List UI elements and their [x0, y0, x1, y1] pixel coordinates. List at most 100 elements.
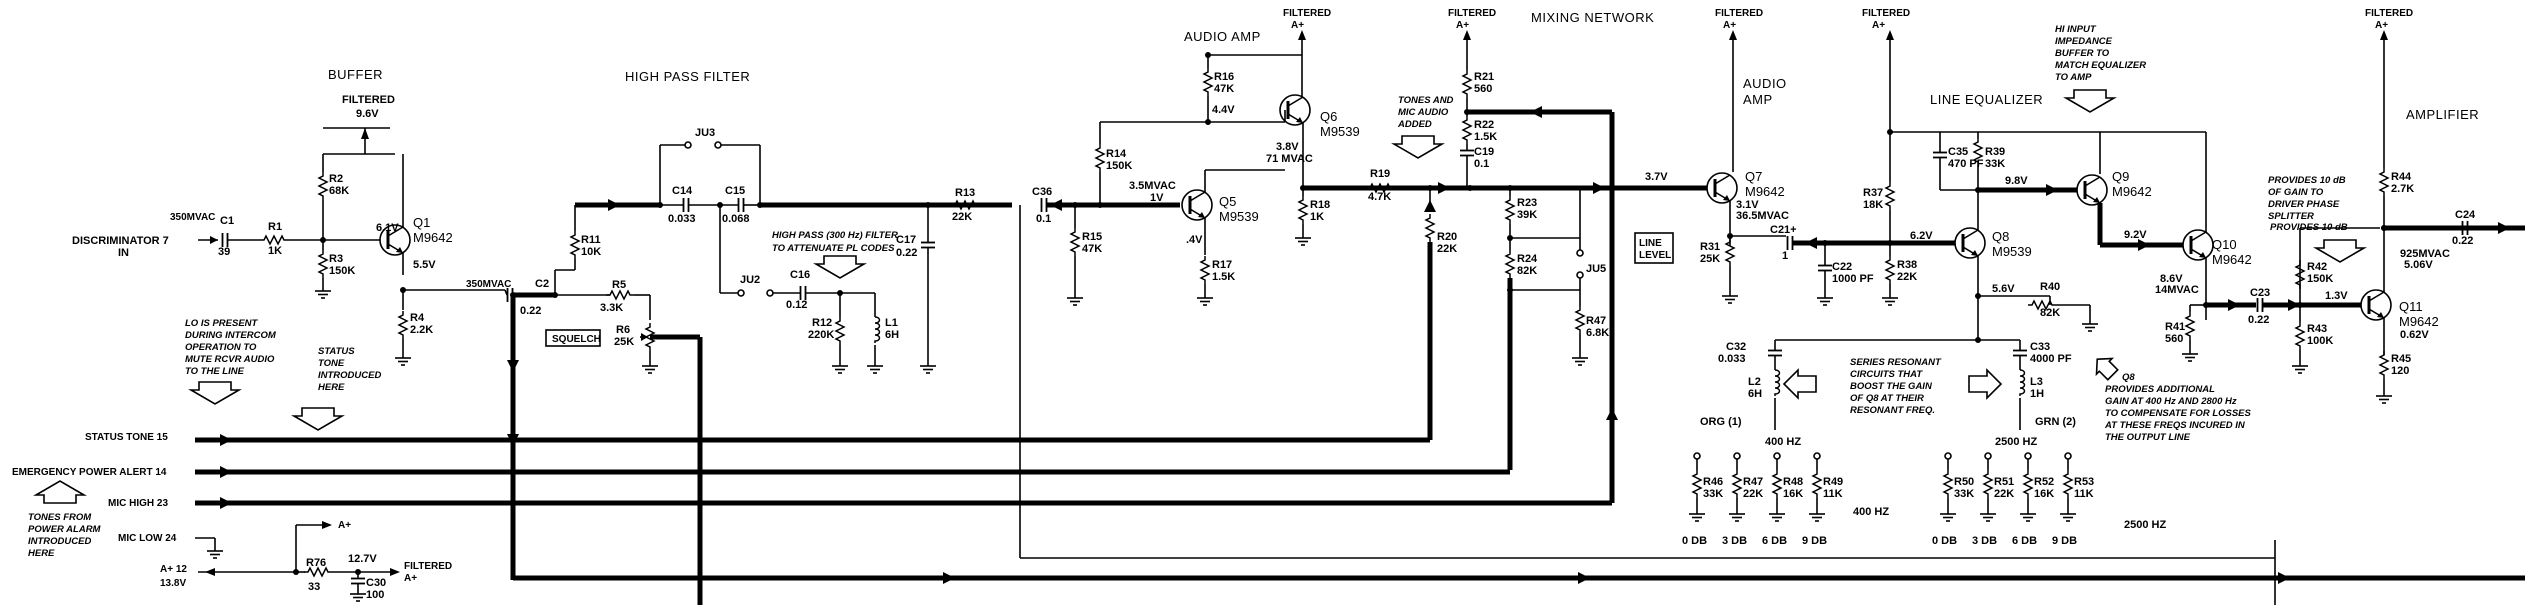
q8-gain-line2: PROVIDES ADDITIONAL [2105, 384, 2215, 395]
r46-value: 33K [1703, 488, 1723, 500]
r18-value: 1K [1310, 211, 1324, 223]
c30-value: 100 [366, 589, 384, 601]
eq-400-db-3: 3 DB [1722, 535, 1747, 547]
r11-value: 10K [581, 246, 601, 258]
ju3-label: JU3 [695, 127, 715, 139]
grn-label: GRN (2) [2035, 416, 2076, 428]
c36-label: C36 [1032, 186, 1052, 198]
l2-value: 6H [1748, 388, 1762, 400]
line-level-box [1634, 232, 1674, 264]
c19-value: 0.1 [1474, 158, 1489, 170]
r52-value: 16K [2034, 488, 2054, 500]
r48-label: R48 [1783, 476, 1803, 488]
r37-supply-filtered: FILTERED [1862, 8, 1910, 19]
r39-label: R39 [1985, 146, 2005, 158]
q6-supply-filtered: FILTERED [1283, 8, 1331, 19]
supply-filtered-label: FILTERED [342, 94, 395, 106]
q10-emitter-voltage: 8.6V [2160, 273, 2183, 285]
r49-label: R49 [1823, 476, 1843, 488]
r19-label: R19 [1370, 168, 1390, 180]
c33-label: C33 [2030, 341, 2050, 353]
q6-label: Q6 [1320, 109, 1337, 124]
eq-2500-db-6: 6 DB [2012, 535, 2037, 547]
r48-value: 16K [1783, 488, 1803, 500]
l2-label: L2 [1748, 376, 1761, 388]
r76-value: 33 [308, 581, 320, 593]
r42-value: 150K [2307, 273, 2333, 285]
q9-base-voltage: 9.8V [2005, 175, 2028, 187]
eq-2500-db-0: 0 DB [1932, 535, 1957, 547]
tones-mic-note-line1: TONES AND [1398, 95, 1454, 106]
q11-supply-filtered: FILTERED [2365, 8, 2413, 19]
r52-label: R52 [2034, 476, 2054, 488]
filtered-aplus-out-2: A+ [404, 573, 417, 584]
c2-value: 0.22 [520, 305, 541, 317]
jumper-icon [684, 141, 692, 149]
r45-label: R45 [2391, 353, 2411, 365]
q10-label: Q10 [2212, 237, 2237, 252]
r38-label: R38 [1897, 259, 1917, 271]
r50-label: R50 [1954, 476, 1974, 488]
r2-value: 68K [329, 185, 349, 197]
tones-mic-note-line2: MIC AUDIO [1398, 107, 1449, 118]
q6-collector-voltage: 4.4V [1212, 104, 1235, 116]
r45-value: 120 [2391, 365, 2409, 377]
hi-input-note-line4: MATCH EQUALIZER [2055, 60, 2146, 71]
hollow-arrow-icon [1968, 368, 2003, 400]
r13-label: R13 [955, 187, 975, 199]
c36-value: 0.1 [1036, 213, 1051, 225]
r15-value: 47K [1082, 243, 1102, 255]
hi-input-note-line1: HI INPUT [2055, 24, 2097, 35]
q8-base-voltage: 6.2V [1910, 230, 1933, 242]
c16-value: 0.12 [786, 299, 807, 311]
line-level-line2: LEVEL [1639, 250, 1671, 261]
q6-part: M9539 [1320, 124, 1360, 139]
c21-value: 1 [1782, 250, 1788, 262]
q11-collector-ac: 925MVAC [2400, 248, 2450, 260]
supply-9v6-label: 9.6V [356, 108, 379, 120]
q7-supply-aplus: A+ [1723, 20, 1736, 31]
r53-value: 11K [2074, 488, 2094, 500]
r31-label: R31 [1700, 241, 1720, 253]
r5-value: 3.3K [600, 302, 623, 314]
c24-value: 0.22 [2452, 235, 2473, 247]
c23-label: C23 [2250, 287, 2270, 299]
tones-power-line3: INTRODUCED [28, 536, 91, 547]
c15-label: C15 [725, 185, 745, 197]
r24-value: 82K [1517, 265, 1537, 277]
r40-label: R40 [2040, 281, 2060, 293]
eq-400-db-6: 6 DB [1762, 535, 1787, 547]
series-resonant-line3: BOOST THE GAIN [1850, 381, 1933, 392]
r3-label: R3 [329, 253, 343, 265]
q5-input-ac: 3.5MVAC [1129, 180, 1176, 192]
r12-label: R12 [812, 317, 832, 329]
r4-label: R4 [410, 312, 425, 324]
gain-10db-note-2: OF GAIN TO [2268, 187, 2324, 198]
eq-2500-db-3: 3 DB [1972, 535, 1997, 547]
hollow-arrow-icon [2095, 357, 2119, 381]
r17-value: 1.5K [1212, 271, 1235, 283]
r46-label: R46 [1703, 476, 1723, 488]
q1-label: Q1 [413, 215, 430, 230]
r47-value: 22K [1743, 488, 1763, 500]
c21-label: C21+ [1770, 224, 1797, 236]
input-discriminator-label: DISCRIMINATOR 7 [72, 235, 169, 247]
r12-value: 220K [808, 329, 834, 341]
input-emergency-power-alert: EMERGENCY POWER ALERT 14 [12, 467, 167, 478]
eq-400-freq: 400 HZ [1853, 506, 1889, 518]
c35-label: C35 [1948, 146, 1968, 158]
q5-part: M9539 [1219, 209, 1259, 224]
q9-part: M9642 [2112, 184, 2152, 199]
squelch-label-box [545, 329, 601, 347]
c24-label: C24 [2455, 209, 2476, 221]
q8-gain-line1: Q8 [2122, 372, 2135, 383]
r49-value: 11K [1823, 488, 1843, 500]
q10-emitter-ac: 14MVAC [2155, 284, 2199, 296]
q1-part: M9642 [413, 230, 453, 245]
ju2-label: JU2 [740, 274, 760, 286]
line-level-line1: LINE [1639, 238, 1662, 249]
r17-label: R17 [1212, 259, 1232, 271]
q1-emitter-voltage: 5.5V [413, 259, 436, 271]
r15-label: R15 [1082, 231, 1102, 243]
eq-400-db-9: 9 DB [1802, 535, 1827, 547]
